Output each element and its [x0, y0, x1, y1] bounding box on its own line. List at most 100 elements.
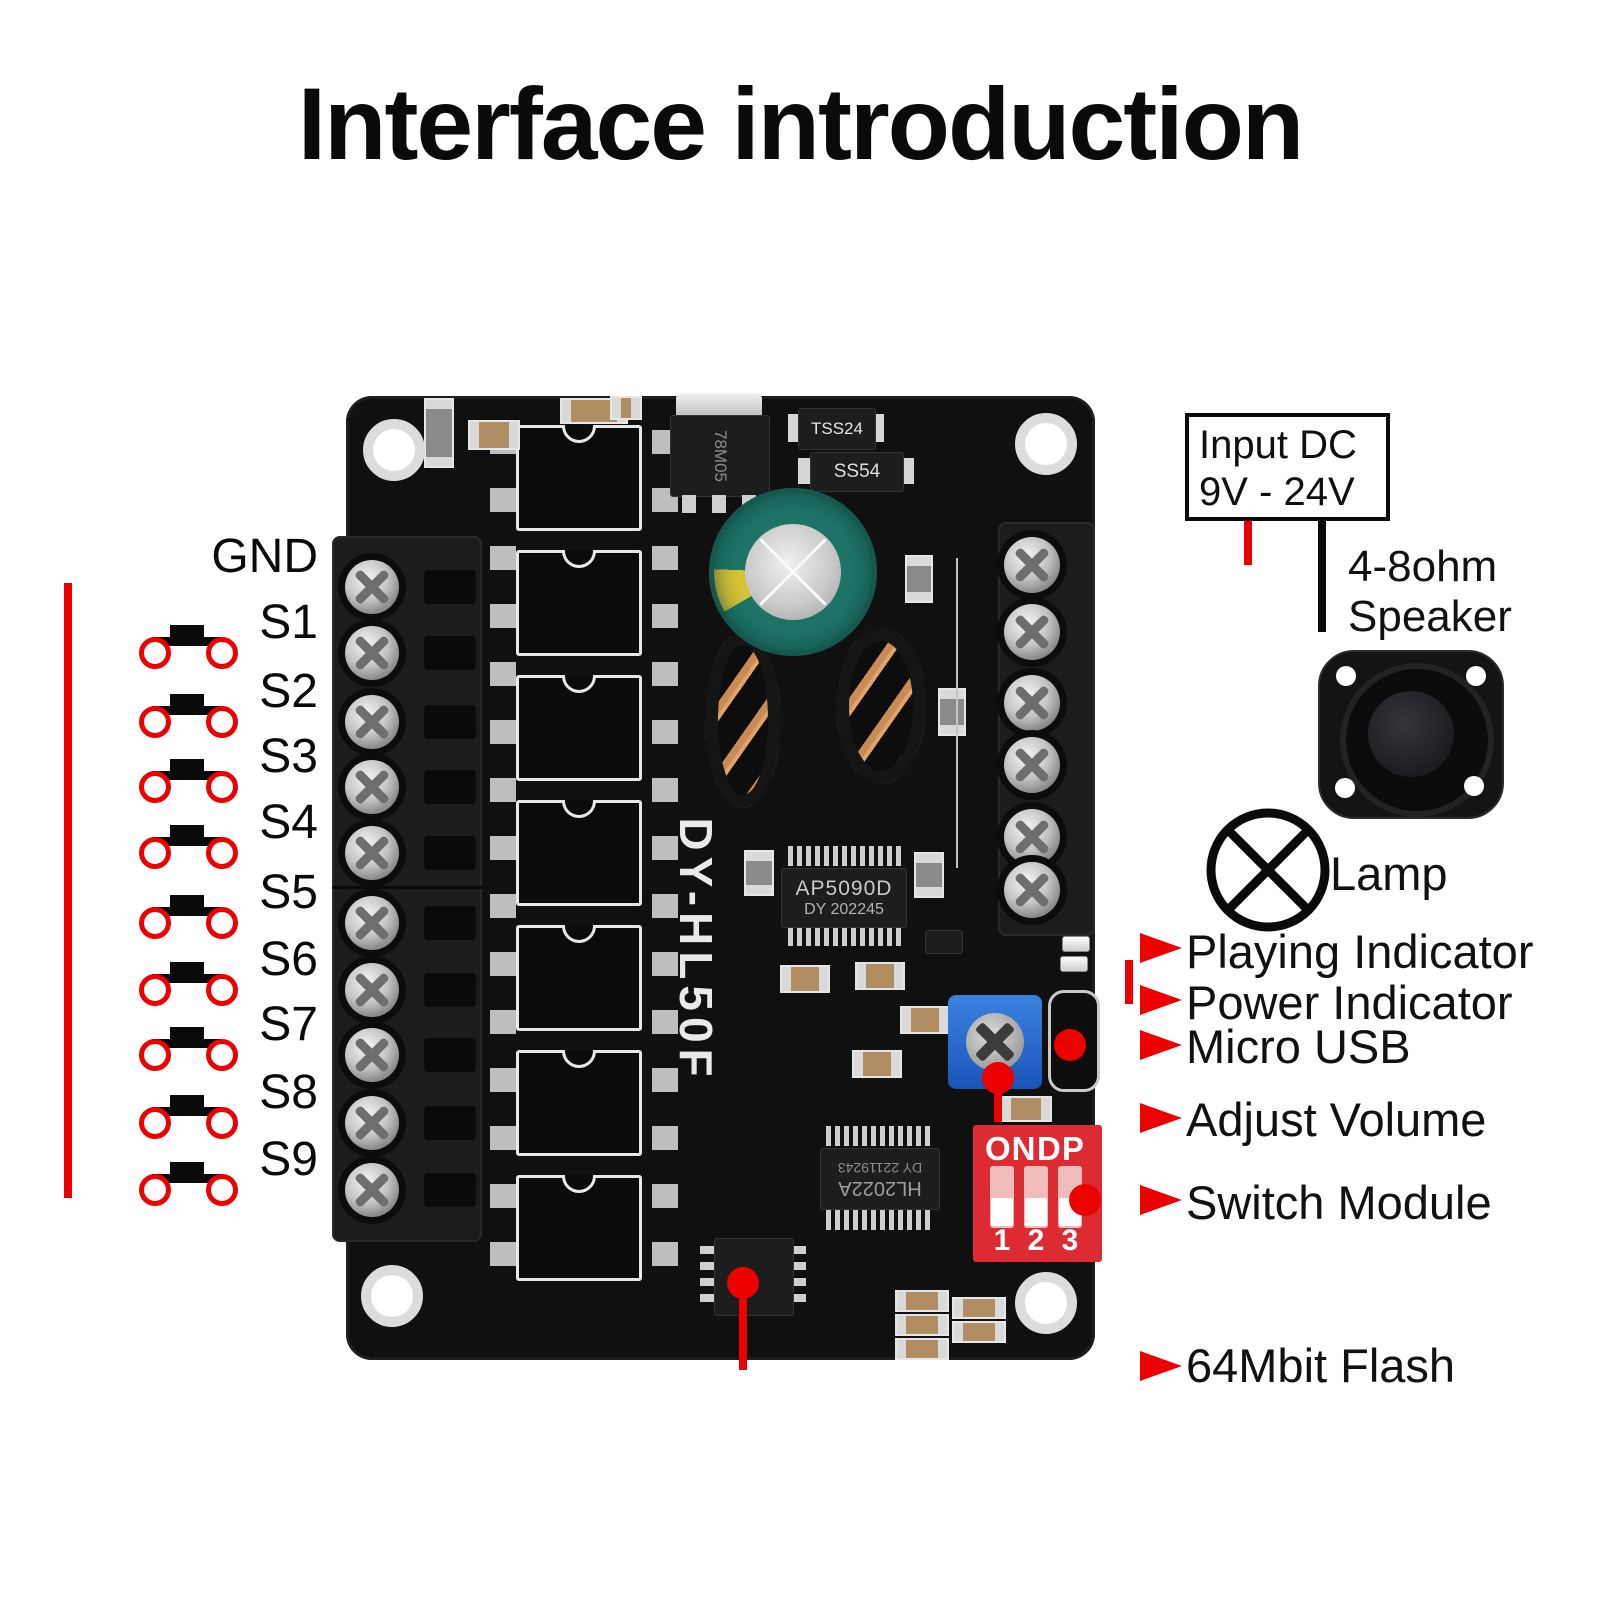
smd-component — [424, 398, 454, 468]
electrolytic-capacitor — [709, 488, 877, 656]
chip-marking: AP5090D — [795, 876, 893, 900]
terminal-screw-gnd[interactable] — [345, 560, 399, 614]
terminal-slot — [424, 906, 476, 940]
chip-pins — [826, 1210, 932, 1230]
ic-footprint — [516, 1175, 642, 1281]
push-button-icon — [152, 907, 222, 916]
arrow-icon — [1140, 1351, 1182, 1381]
button-terminal — [206, 1174, 238, 1206]
terminal-label: S1 — [259, 596, 318, 649]
power-indicator-led — [1060, 956, 1088, 972]
push-button-icon — [170, 1162, 204, 1174]
button-terminal — [139, 1107, 171, 1139]
mounting-hole — [363, 419, 425, 481]
speaker-surround — [1340, 663, 1494, 817]
terminal-screw-power-plus[interactable] — [1004, 537, 1060, 593]
callout-power-indicator: Power Indicator — [1186, 976, 1513, 1029]
terminal-screw-s3[interactable] — [345, 760, 399, 814]
volume-potentiometer[interactable] — [948, 995, 1042, 1089]
solder-pad-column — [652, 430, 678, 1280]
terminal-screw-s4[interactable] — [345, 826, 399, 880]
push-button-icon — [170, 1027, 204, 1039]
terminal-block-seam — [332, 886, 482, 889]
button-terminal — [206, 974, 238, 1006]
lamp-label: Lamp — [1330, 847, 1448, 900]
mounting-hole — [361, 1265, 423, 1327]
terminal-screw-lamp-minus[interactable] — [1004, 862, 1060, 918]
input-dc-line2: 9V - 24V — [1199, 470, 1355, 514]
dip-number: 3 — [1061, 1224, 1079, 1257]
chip-marking: HL2022A — [838, 1176, 922, 1199]
dip-number: 2 — [1027, 1224, 1045, 1257]
terminal-screw-power-minus[interactable] — [1004, 604, 1060, 660]
chip-pins — [700, 1246, 714, 1302]
power-plus-wire — [1244, 516, 1252, 565]
dip-number: 1 — [993, 1224, 1011, 1257]
arrow-icon — [1140, 985, 1182, 1015]
smd-component — [895, 1290, 949, 1312]
terminal-slot — [424, 636, 476, 670]
push-button-icon — [170, 825, 204, 837]
button-terminal — [206, 907, 238, 939]
solder-pad-column — [490, 430, 516, 1280]
dip-dp-label: DP — [1037, 1130, 1085, 1167]
callout-dot — [1054, 1029, 1086, 1061]
callout-line — [994, 1078, 1002, 1122]
terminal-slot — [424, 973, 476, 1007]
speaker-image — [1318, 650, 1504, 819]
terminal-slot — [424, 1106, 476, 1140]
terminal-label: S3 — [259, 730, 318, 783]
decoder-chip: HL2022A DY 22119243 — [820, 1148, 940, 1210]
diode-cap — [788, 414, 800, 442]
terminal-label: S6 — [259, 933, 318, 986]
smd-component — [1000, 1096, 1052, 1122]
schottky-diode: TSS24 — [798, 408, 876, 450]
terminal-screw-lamp-plus[interactable] — [1004, 809, 1060, 865]
smd-component — [900, 1006, 950, 1034]
terminal-label: S9 — [259, 1133, 318, 1186]
callout-dot — [1069, 1184, 1101, 1216]
chip-pins — [788, 846, 904, 866]
terminal-slot — [424, 770, 476, 804]
button-terminal — [139, 706, 171, 738]
smd-component — [855, 962, 905, 990]
terminal-screw-speaker-minus[interactable] — [1004, 737, 1060, 793]
push-button-icon — [152, 1107, 222, 1116]
speaker-mount-hole — [1335, 778, 1355, 798]
arrow-icon — [1140, 1103, 1182, 1133]
smd-component — [895, 1338, 949, 1360]
chip-pins — [826, 1126, 932, 1146]
potentiometer-dial[interactable] — [966, 1013, 1024, 1071]
terminal-screw-speaker-plus[interactable] — [1004, 675, 1060, 731]
regulator-marking: 78M05 — [711, 430, 730, 482]
dip-switch-2[interactable] — [1024, 1166, 1048, 1228]
regulator-heatsink-tab — [676, 393, 762, 417]
button-terminal — [139, 771, 171, 803]
callout-playing-indicator: Playing Indicator — [1186, 925, 1534, 978]
page-title: Interface introduction — [297, 67, 1304, 181]
terminal-screw-s7[interactable] — [345, 1028, 399, 1082]
push-button-icon — [152, 706, 222, 715]
speaker-mount-hole — [1466, 666, 1486, 686]
callout-switch-module: Switch Module — [1186, 1176, 1492, 1229]
callout-line — [1125, 960, 1133, 1004]
terminal-label: S2 — [259, 665, 318, 718]
terminal-screw-s1[interactable] — [345, 626, 399, 680]
main-amplifier-chip: AP5090D DY 202245 — [781, 868, 907, 928]
terminal-slot — [424, 705, 476, 739]
terminal-screw-s5[interactable] — [345, 896, 399, 950]
terminal-screw-s2[interactable] — [345, 695, 399, 749]
terminal-label: S5 — [259, 866, 318, 919]
dip-switch-1[interactable] — [990, 1166, 1014, 1228]
terminal-screw-s9[interactable] — [345, 1163, 399, 1217]
board-silkscreen-label: DY-HL50F — [670, 817, 722, 1083]
lamp-icon — [1206, 808, 1330, 932]
silkscreen-line — [956, 558, 958, 868]
callout-micro-usb: Micro USB — [1186, 1020, 1411, 1073]
push-button-icon — [152, 1039, 222, 1048]
button-terminal — [206, 706, 238, 738]
terminal-screw-s8[interactable] — [345, 1096, 399, 1150]
smd-component — [952, 1321, 1006, 1343]
chip-pins — [792, 1246, 806, 1302]
terminal-screw-s6[interactable] — [345, 963, 399, 1017]
